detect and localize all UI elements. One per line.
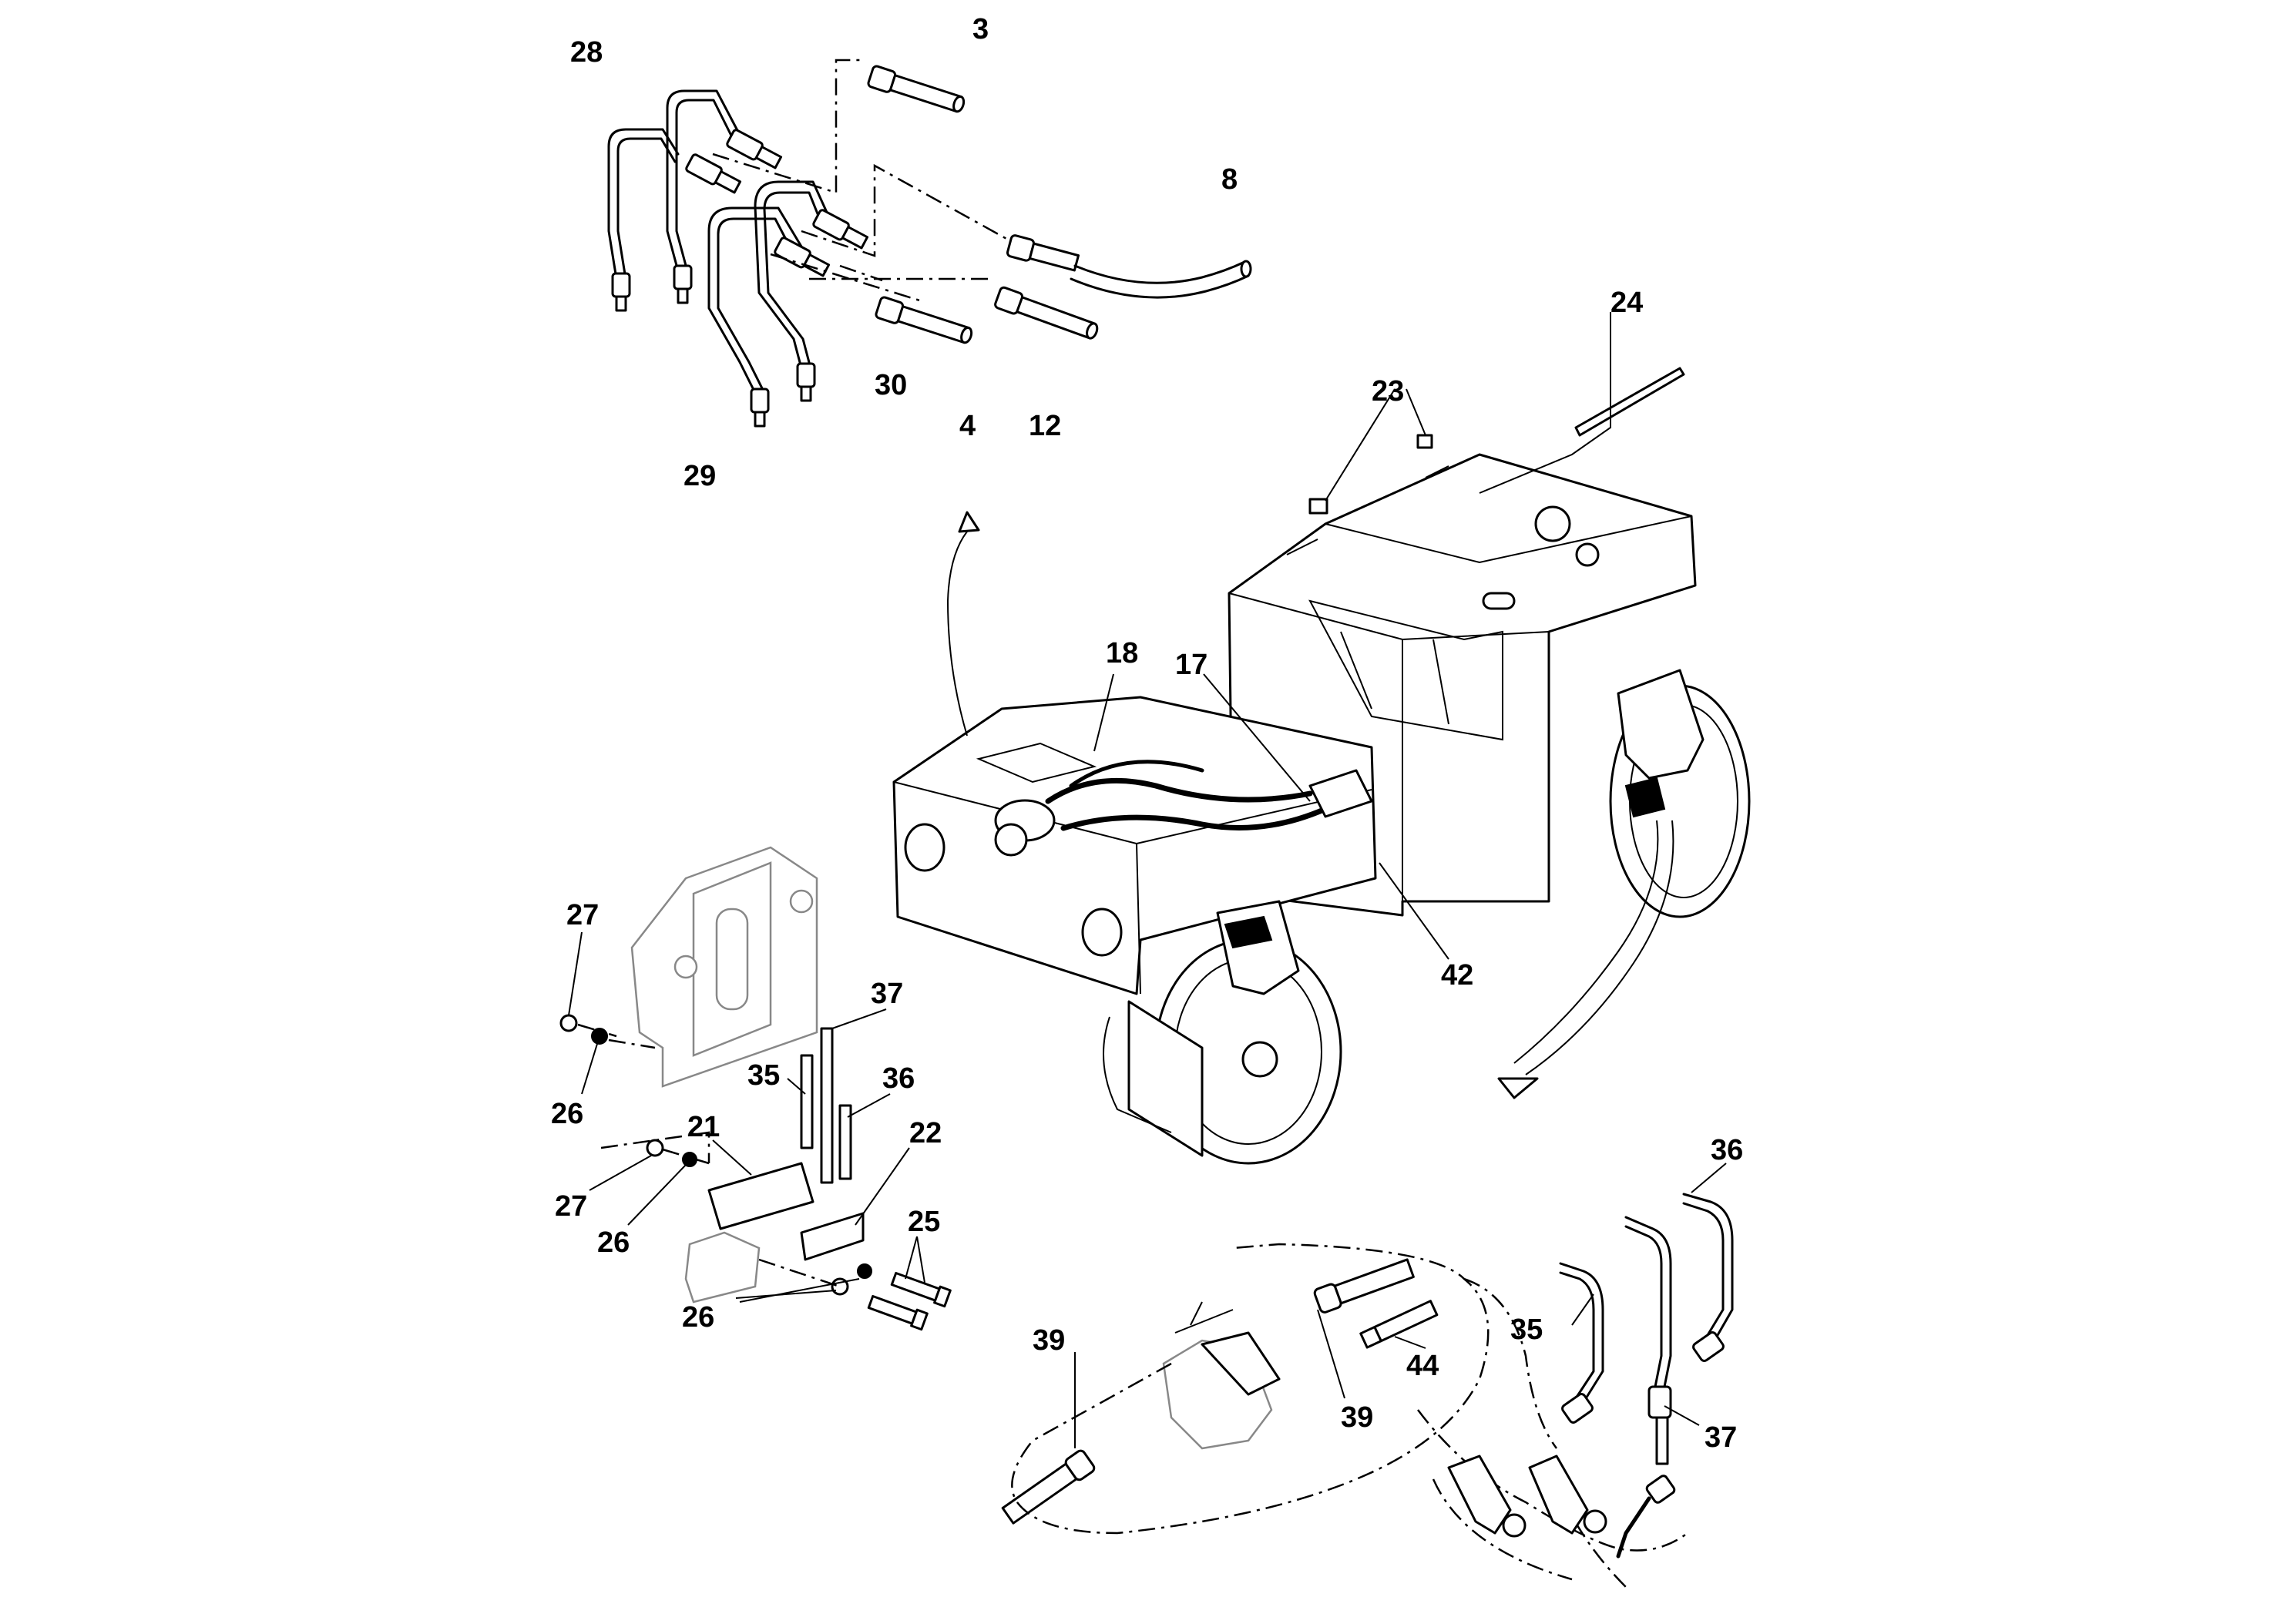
callout-42: 42 [1441,959,1473,992]
callout-30: 30 [875,369,907,401]
callout-22: 22 [909,1117,942,1149]
callout-27-upper: 27 [566,899,599,931]
callout-27-lower: 27 [555,1190,587,1223]
callout-29: 29 [683,460,716,492]
callout-18: 18 [1106,637,1138,669]
callout-44: 44 [1406,1350,1439,1382]
callout-36-lower: 36 [1711,1134,1743,1166]
callout-17: 17 [1175,649,1207,681]
callout-35-upper: 35 [747,1059,780,1092]
callout-26-upper: 26 [551,1098,583,1130]
callout-25: 25 [908,1206,940,1238]
brake-tube-assembly [607,59,1252,428]
callout-4: 4 [959,410,976,442]
callout-24: 24 [1611,287,1643,319]
callout-12: 12 [1029,410,1061,442]
callout-28: 28 [570,36,603,69]
callout-39-left: 39 [1033,1324,1065,1357]
callout-37-upper: 37 [871,978,903,1010]
hose-routing-assembly [1001,1163,1734,1588]
callout-23: 23 [1372,375,1404,408]
callout-37-lower: 37 [1705,1421,1737,1454]
callout-labels: 3 28 8 30 4 12 29 24 23 18 17 42 27 26 3… [551,13,1743,1454]
callout-36-upper: 36 [882,1062,915,1095]
callout-35-lower: 35 [1510,1314,1543,1346]
callout-39-right: 39 [1341,1401,1373,1434]
drum-bracket-assembly [559,846,952,1331]
callout-3: 3 [972,13,989,45]
roller-machine-body [892,312,1751,1165]
callout-26-middle: 26 [597,1226,630,1259]
callout-21: 21 [687,1111,720,1143]
callout-8: 8 [1221,163,1238,196]
callout-26-lower: 26 [682,1301,714,1334]
